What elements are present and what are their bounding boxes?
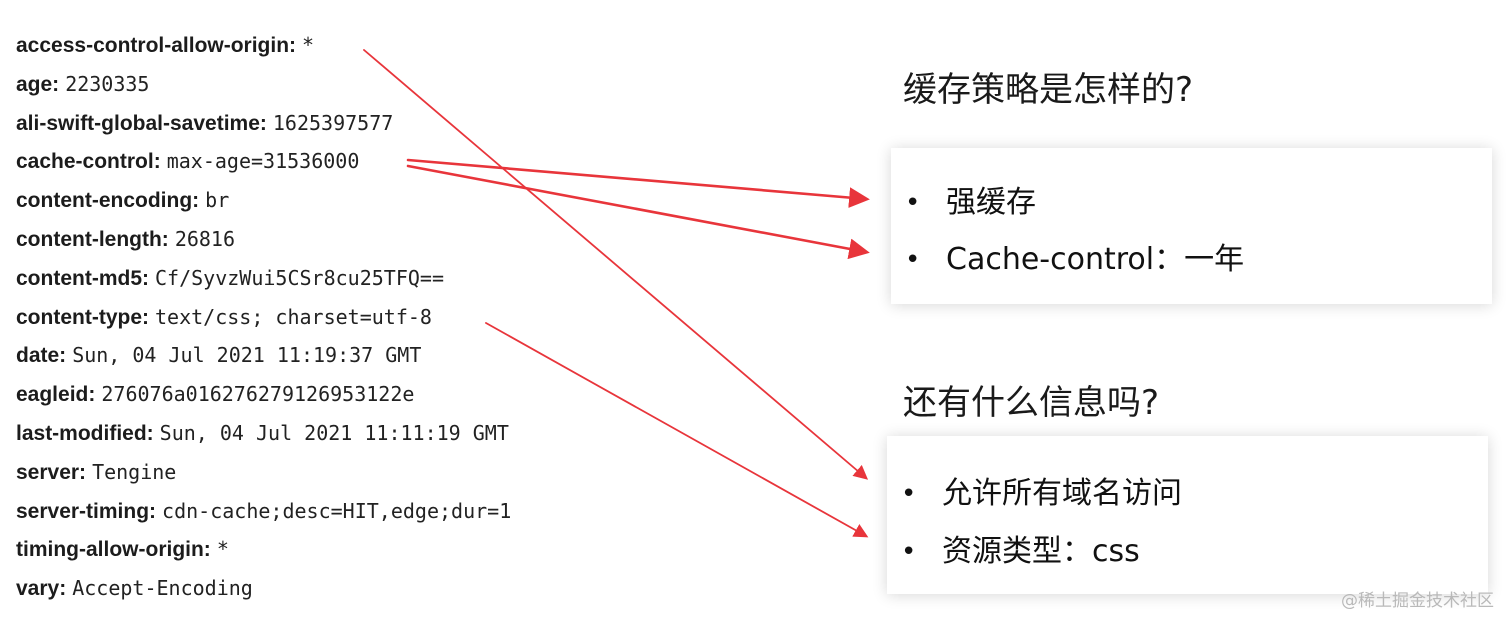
header-row: timing-allow-origin:*	[16, 533, 511, 572]
question-cache-strategy: 缓存策略是怎样的?	[903, 70, 1194, 110]
list-item-text: 强缓存	[946, 185, 1036, 220]
header-value: *	[216, 537, 229, 562]
header-key: last-modified:	[16, 421, 154, 445]
header-row: age:2230335	[16, 68, 511, 107]
list-item-text: 资源类型：css	[942, 534, 1140, 569]
header-value: 26816	[174, 226, 236, 251]
header-row: access-control-allow-origin:*	[16, 29, 511, 68]
header-value: text/css; charset=utf-8	[155, 304, 432, 329]
header-row: eagleid:276076a016276279126953122e	[16, 378, 511, 417]
header-row: content-length:26816	[16, 223, 511, 262]
header-row: content-type:text/css; charset=utf-8	[16, 301, 511, 340]
header-value: 1625397577	[272, 110, 394, 135]
header-row: content-md5:Cf/SyvzWui5CSr8cu25TFQ==	[16, 262, 511, 301]
header-value: Accept-Encoding	[72, 576, 253, 601]
cache-answer-card: • 强缓存 • Cache-control：一年	[891, 148, 1492, 304]
header-key: server-timing:	[16, 499, 157, 523]
bullet-icon: •	[901, 537, 917, 567]
header-value: Sun, 04 Jul 2021 11:19:37 GMT	[72, 343, 422, 368]
bullet-icon: •	[905, 245, 921, 275]
header-key: vary:	[16, 577, 67, 601]
header-row: last-modified:Sun, 04 Jul 2021 11:11:19 …	[16, 417, 511, 456]
header-key: age:	[16, 72, 60, 96]
header-key: server:	[16, 460, 87, 484]
header-value: Sun, 04 Jul 2021 11:11:19 GMT	[159, 420, 509, 445]
header-key: content-type:	[16, 305, 149, 329]
header-row: content-encoding:br	[16, 184, 511, 223]
header-value: 276076a016276279126953122e	[101, 382, 415, 407]
question-other-info: 还有什么信息吗?	[903, 383, 1160, 423]
list-item-text: 允许所有域名访问	[942, 476, 1182, 511]
header-row: server:Tengine	[16, 456, 511, 495]
header-value: max-age=31536000	[166, 149, 360, 174]
header-key: timing-allow-origin:	[16, 538, 211, 562]
header-key: content-md5:	[16, 266, 149, 290]
header-row: date:Sun, 04 Jul 2021 11:19:37 GMT	[16, 339, 511, 378]
response-header-list: access-control-allow-origin:* age:223033…	[16, 29, 511, 611]
bullet-icon: •	[901, 479, 917, 509]
header-value: *	[302, 33, 315, 57]
header-key: date:	[16, 344, 67, 368]
header-row: ali-swift-global-savetime:1625397577	[16, 107, 511, 146]
watermark: @稀土掘金技术社区	[1341, 591, 1494, 611]
list-item-text: Cache-control：一年	[946, 242, 1245, 277]
header-key: eagleid:	[16, 383, 96, 407]
header-row: server-timing:cdn-cache;desc=HIT,edge;du…	[16, 495, 511, 534]
header-value: Cf/SyvzWui5CSr8cu25TFQ==	[155, 265, 444, 290]
info-answer-card: • 允许所有域名访问 • 资源类型：css	[887, 436, 1488, 594]
header-row: cache-control:max-age=31536000	[16, 145, 511, 184]
bullet-icon: •	[905, 188, 921, 218]
header-key: content-encoding:	[16, 189, 200, 213]
header-key: access-control-allow-origin:	[16, 34, 297, 57]
header-value: Tengine	[92, 459, 177, 484]
header-row: vary:Accept-Encoding	[16, 572, 511, 611]
header-value: 2230335	[65, 71, 150, 96]
header-key: ali-swift-global-savetime:	[16, 111, 267, 135]
header-key: cache-control:	[16, 150, 161, 174]
arrow-content-type-to-css	[485, 322, 869, 538]
header-key: content-length:	[16, 227, 169, 251]
header-value: br	[205, 188, 230, 213]
header-value: cdn-cache;desc=HIT,edge;dur=1	[162, 498, 512, 523]
